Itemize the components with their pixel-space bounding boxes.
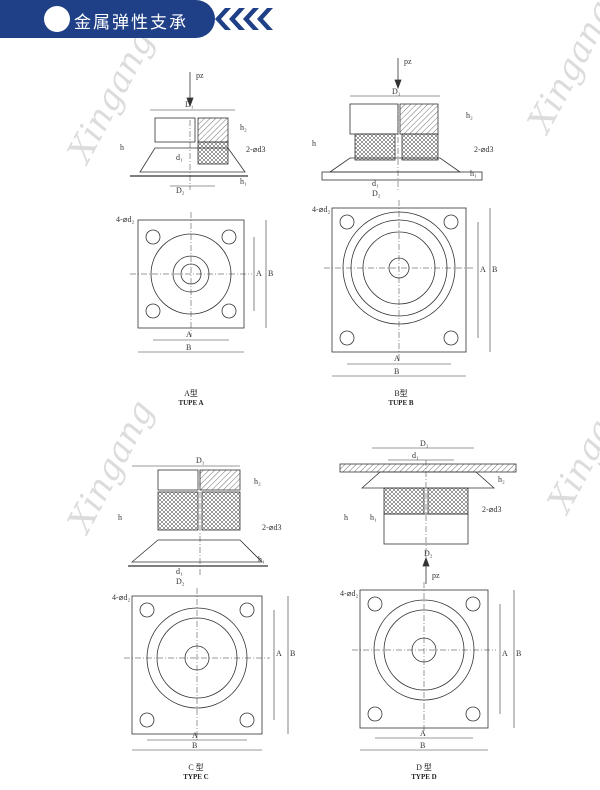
type-b-dim-b-vert-label: B: [492, 265, 497, 274]
type-c-dim-b-vert-label: B: [290, 649, 295, 658]
type-b-dim-a-label: A: [394, 354, 400, 363]
type-d-caption-en: TYPE D: [411, 773, 437, 781]
type-b-dim-b-label: B: [394, 367, 399, 376]
type-d-h1-label: h₁: [370, 513, 377, 522]
type-c-dim-a-vert-label: A: [276, 649, 282, 658]
type-a-h-label: h: [120, 143, 124, 152]
type-b-d2-label: D₂: [372, 189, 381, 198]
header-bullet-icon: [44, 6, 70, 32]
type-a-d1-inner-label: d₁: [176, 153, 183, 162]
type-c-h1-label: h₁: [258, 555, 265, 564]
type-b-caption-en: TUPE B: [388, 399, 414, 407]
type-a-caption-cn: A型: [184, 389, 198, 398]
type-c-h-label: h: [118, 513, 122, 522]
type-c-dim-b-label: B: [192, 741, 197, 750]
type-b-caption: B型 TUPE B: [361, 388, 441, 407]
type-b-d1-inner-label: d₁: [372, 179, 379, 188]
type-d-dim-a-vert-label: A: [502, 649, 508, 658]
type-b-caption-cn: B型: [394, 389, 408, 398]
type-b-hole-label: 4-⌀d₂: [312, 205, 330, 214]
type-a-dim-b-label: B: [186, 343, 191, 352]
type-c-d1-inner-label: d₁: [176, 567, 183, 576]
type-b-side-view: pz D₁ h h₂ h₁ 2-⌀d3 d₁ D₂: [312, 57, 493, 198]
type-a-caption: A型 TUPE A: [151, 388, 231, 407]
type-d-hole-label: 4-⌀d₂: [340, 589, 358, 598]
type-c-dim-a-label: A: [192, 731, 198, 740]
type-c-h2-label: h₂: [254, 477, 261, 486]
type-b-h-label: h: [312, 139, 316, 148]
type-a-d3-label: 2-⌀d3: [246, 145, 265, 154]
type-d-dim-b-label: B: [420, 741, 425, 750]
type-b-d1-label: D₁: [392, 87, 401, 96]
type-b-d3-label: 2-⌀d3: [474, 145, 493, 154]
type-a-caption-en: TUPE A: [178, 399, 204, 407]
type-d-caption-cn: D 型: [416, 763, 432, 772]
type-c-caption-cn: C 型: [188, 763, 204, 772]
type-c-side-view: D₁ h h₂ h₁ 2-⌀d3 d₁ D₂: [118, 456, 281, 586]
type-c-d1-label: D₁: [196, 456, 205, 465]
type-d-d3-label: 2-⌀d3: [482, 505, 501, 514]
type-d-pz-label: pz: [432, 571, 440, 580]
type-d-d2-label: D₂: [424, 549, 433, 558]
type-b-h2-label: h₂: [466, 111, 473, 120]
type-d-d1-label: D₁: [420, 439, 429, 448]
type-d-h2-label: h₂: [498, 475, 505, 484]
type-a-pz-label: pz: [196, 71, 204, 80]
type-d-caption: D 型 TYPE D: [384, 762, 464, 781]
type-c-hole-label: 4-⌀d₂: [112, 593, 130, 602]
type-c-caption: C 型 TYPE C: [156, 762, 236, 781]
type-b-dim-a-vert-label: A: [480, 265, 486, 274]
type-b-pz-label: pz: [404, 57, 412, 66]
type-d-d1-inner-label: d₁: [412, 451, 419, 460]
type-b-h1-label: h₁: [470, 169, 477, 178]
type-a-dim-a-vert-label: A: [256, 269, 262, 278]
type-a-h1-label: h₁: [240, 177, 247, 186]
type-a-dim-a-label: A: [186, 330, 192, 339]
chevrons-icon: [215, 8, 273, 30]
type-a-d1-label: D₁: [185, 100, 194, 109]
type-d-dim-b-vert-label: B: [516, 649, 521, 658]
type-c-d3-label: 2-⌀d3: [262, 523, 281, 532]
type-d-side-view: D₁ d₁ pz h h₁ h₂ 2-⌀d3 D₂: [339, 439, 517, 584]
type-d-dim-a-label: A: [420, 729, 426, 738]
type-a-dim-b-vert-label: B: [268, 269, 273, 278]
type-d-h-label: h: [344, 513, 348, 522]
type-a-top-view: A B A B 4-⌀d₂: [116, 212, 273, 353]
section-header: 金属弹性支承: [0, 0, 215, 38]
section-title: 金属弹性支承: [74, 13, 188, 33]
type-a-side-view: pz D₁ h h₂ h₁ d₁ 2-⌀d3 D₂: [120, 71, 265, 195]
type-a-hole-label: 4-⌀d₂: [116, 215, 134, 224]
type-a-d2-label: D₂: [176, 186, 185, 195]
type-c-top-view: A B A B 4-⌀d₂: [112, 588, 295, 751]
type-d-top-view: A B A B 4-⌀d₂: [340, 582, 521, 751]
type-c-caption-en: TYPE C: [183, 773, 209, 781]
type-a-h2-label: h₂: [240, 123, 247, 132]
type-b-top-view: A B A B 4-⌀d₂: [312, 200, 497, 377]
type-c-d2-label: D₂: [176, 577, 185, 586]
